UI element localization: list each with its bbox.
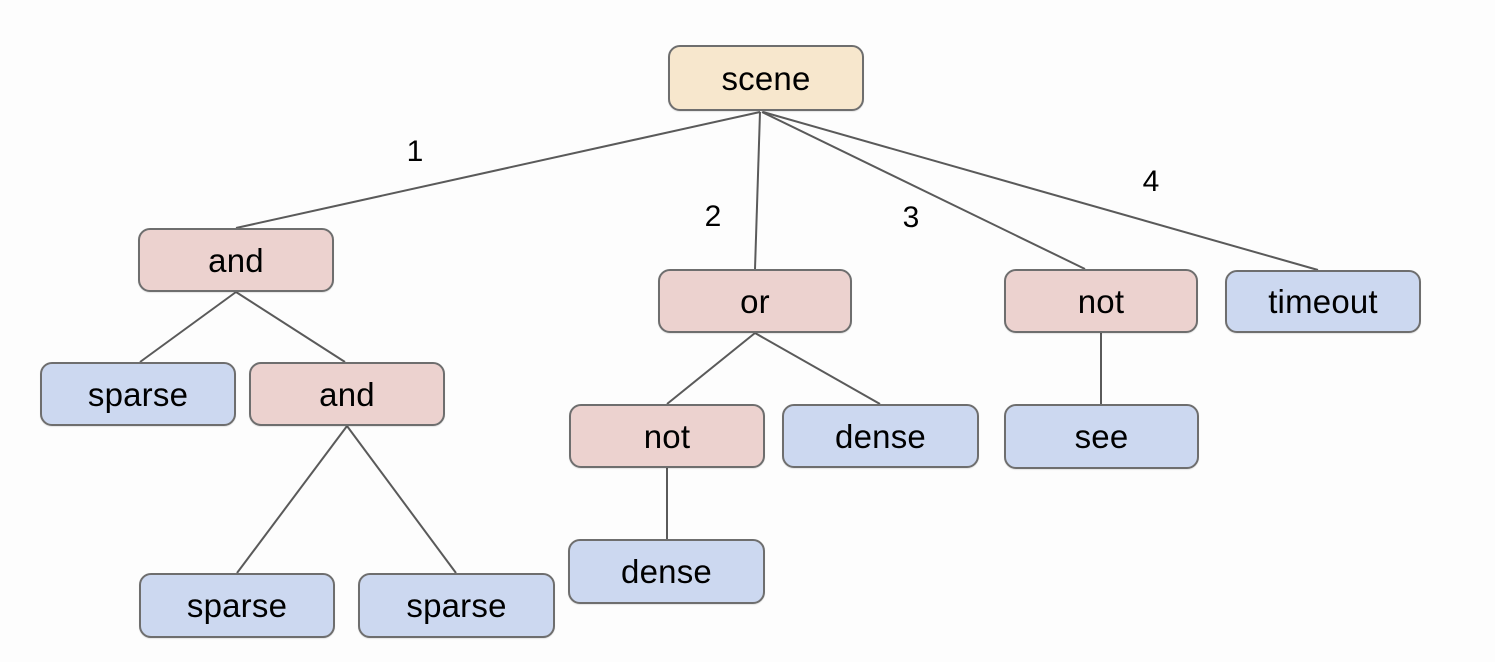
edge-label: 2	[704, 200, 722, 233]
tree-node-scene[interactable]: scene	[668, 45, 864, 111]
tree-edge	[139, 291, 237, 363]
tree-node-sparse1[interactable]: sparse	[40, 362, 236, 426]
tree-node-timeout[interactable]: timeout	[1225, 270, 1421, 333]
edge-label: 1	[406, 135, 424, 168]
tree-edge	[346, 425, 457, 574]
tree-edge	[761, 111, 1086, 270]
tree-edge	[666, 332, 756, 405]
tree-node-dense_m[interactable]: dense	[782, 404, 979, 468]
tree-node-not_m[interactable]: not	[569, 404, 765, 468]
tree-node-dense_b[interactable]: dense	[568, 539, 765, 604]
tree-node-see[interactable]: see	[1004, 404, 1199, 469]
tree-edge	[762, 111, 1319, 271]
tree-edge	[754, 332, 881, 405]
tree-edge	[235, 291, 346, 363]
tree-node-and2[interactable]: and	[249, 362, 445, 426]
edge-label: 3	[902, 201, 920, 234]
edge-label: 4	[1142, 165, 1160, 198]
tree-node-not_r[interactable]: not	[1004, 269, 1198, 333]
tree-edge	[754, 111, 761, 270]
tree-edge	[236, 425, 348, 574]
tree-node-sparse2[interactable]: sparse	[139, 573, 335, 638]
tree-node-and1[interactable]: and	[138, 228, 334, 292]
tree-node-sparse3[interactable]: sparse	[358, 573, 555, 638]
tree-node-or1[interactable]: or	[658, 269, 852, 333]
tree-edge	[235, 111, 761, 229]
